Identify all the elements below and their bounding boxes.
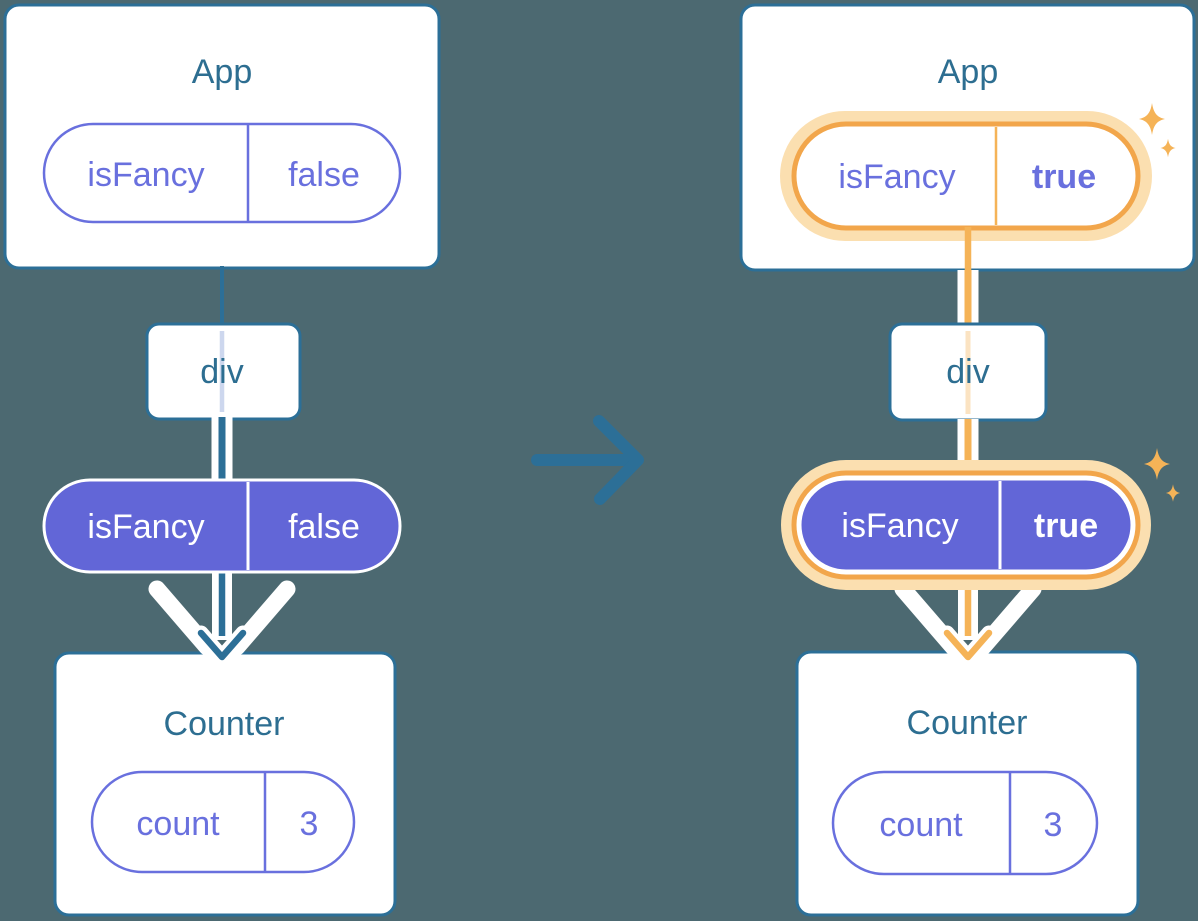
after-app-state-name: isFancy xyxy=(838,158,955,196)
sparkle-icon xyxy=(1139,103,1165,135)
sparkle-icon xyxy=(1165,484,1181,502)
before-app-state-pill xyxy=(42,122,402,224)
sparkle-icon xyxy=(1144,448,1170,480)
before-counter-state-pill xyxy=(90,770,356,874)
before-counter-title: Counter xyxy=(164,705,285,743)
after-passed-pill-glow-ring xyxy=(781,460,1151,590)
after-div-label: div xyxy=(946,353,989,391)
after-counter-title: Counter xyxy=(907,704,1028,742)
before-passed-state-value: false xyxy=(288,508,360,546)
after-passed-state-name: isFancy xyxy=(841,507,958,545)
before-app-title: App xyxy=(192,53,253,91)
before-counter-state-name: count xyxy=(136,805,220,843)
after-app-sparkles xyxy=(1139,103,1176,158)
after-passed-state-pill xyxy=(798,477,1134,573)
after-counter-state-pill xyxy=(831,770,1099,876)
before-arrow-pill-counter xyxy=(148,570,296,665)
after-app-state-value: true xyxy=(1032,158,1096,196)
right-arrow-icon xyxy=(593,415,644,505)
before-div-label: div xyxy=(200,353,243,391)
before-app-state-value: false xyxy=(288,156,360,194)
before-passed-state-pill xyxy=(42,478,402,574)
arrowhead xyxy=(197,629,247,661)
after-passed-pill-sparkles xyxy=(1144,448,1181,502)
before-tree: App isFancy false div Counter count 3 xyxy=(3,3,441,917)
after-passed-state-value: true xyxy=(1034,507,1098,545)
before-counter-state-value: 3 xyxy=(300,805,319,843)
arrowhead xyxy=(943,629,993,661)
before-passed-state-name: isFancy xyxy=(87,508,204,546)
transition-arrow xyxy=(531,415,644,505)
after-app-title: App xyxy=(938,53,999,91)
sparkle-icon xyxy=(1160,138,1176,158)
after-counter-state-name: count xyxy=(879,806,963,844)
after-tree: App isFancy true div Counter count 3 xyxy=(739,3,1196,917)
before-app-state-name: isFancy xyxy=(87,156,204,194)
after-counter-state-value: 3 xyxy=(1044,806,1063,844)
